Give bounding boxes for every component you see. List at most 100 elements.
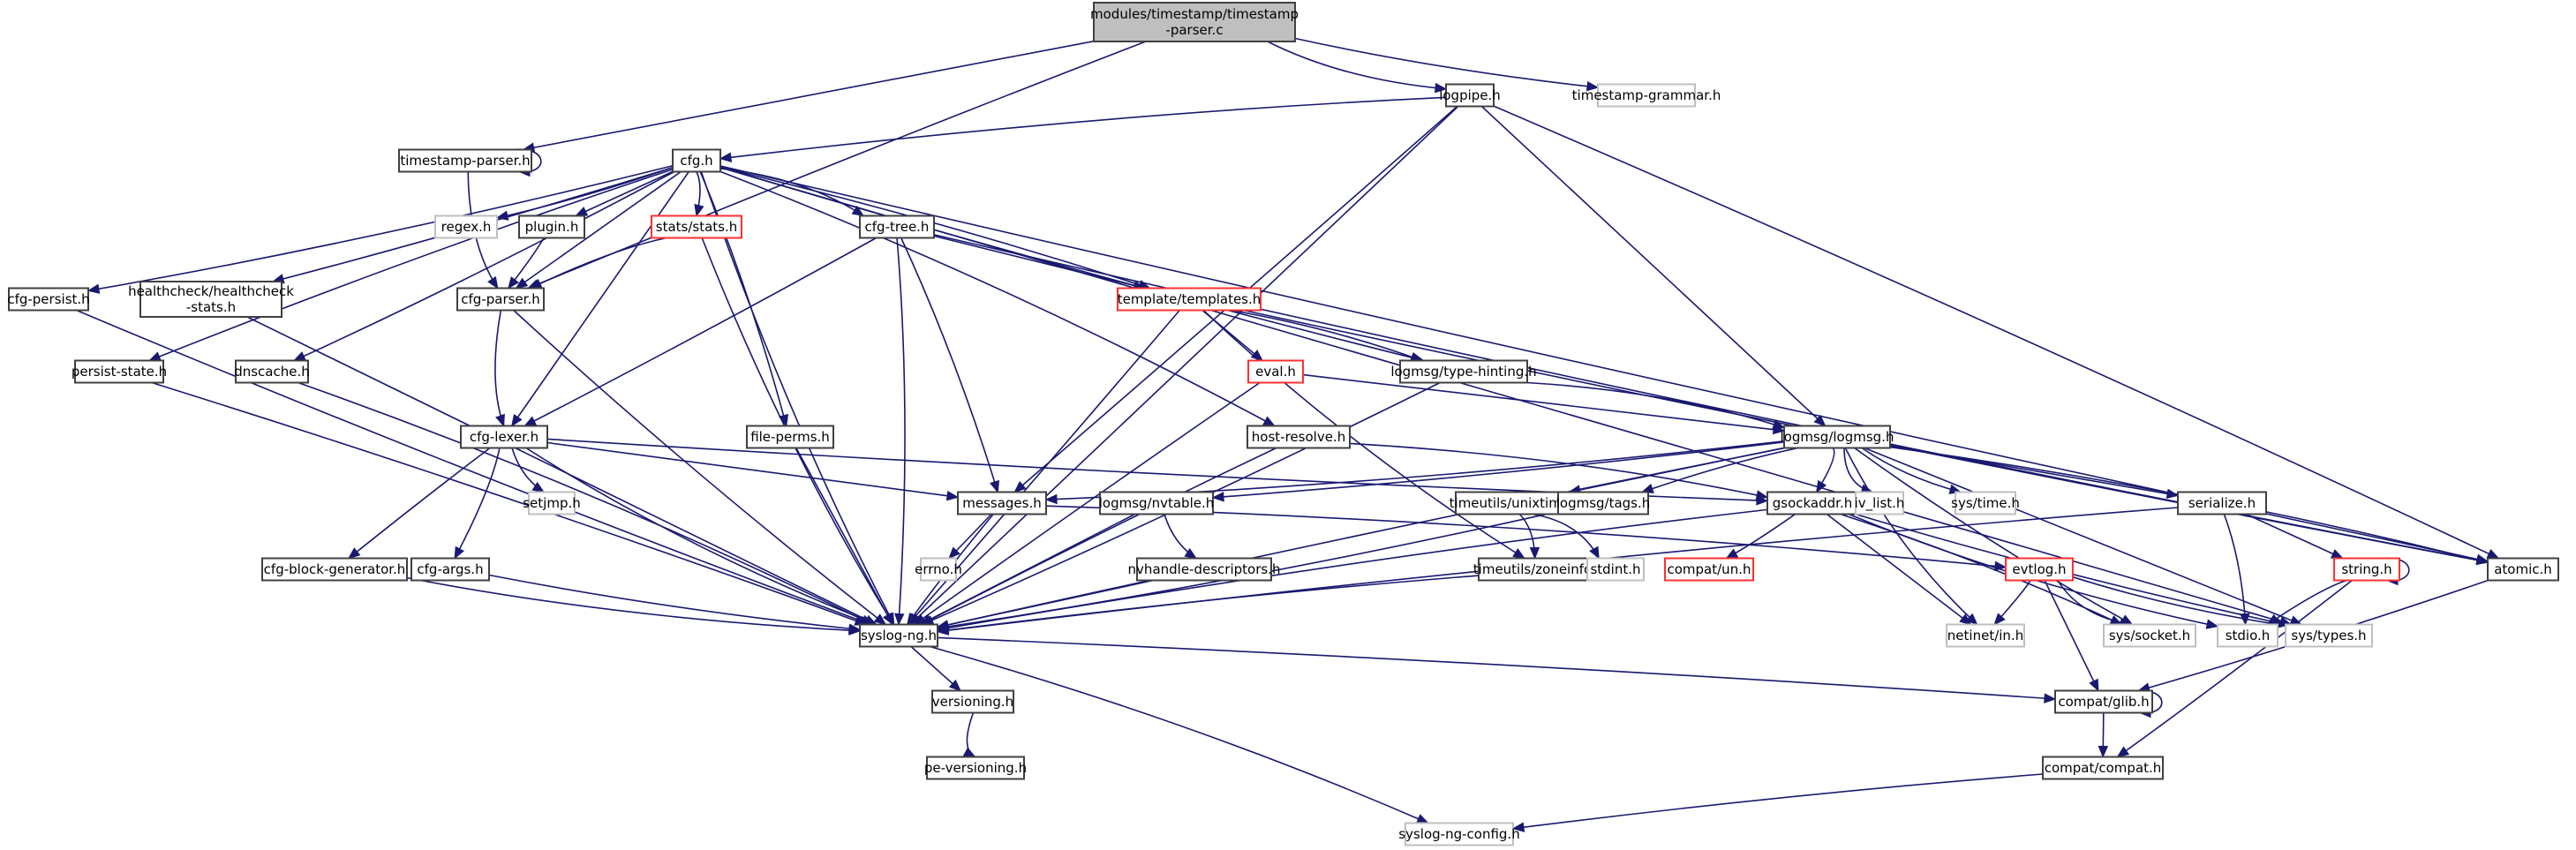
arrowhead bbox=[523, 416, 538, 427]
node-box bbox=[518, 214, 585, 239]
arrowhead bbox=[1589, 545, 1600, 560]
node-zoneinfo[interactable]: timeutils/zoneinfo.h bbox=[1473, 557, 1604, 582]
node-label: stats/stats.h bbox=[656, 219, 738, 235]
node-box bbox=[931, 689, 1014, 714]
arrowhead bbox=[1184, 547, 1198, 560]
arrowhead bbox=[292, 351, 306, 362]
node-box bbox=[2333, 557, 2400, 582]
node-root[interactable]: modules/timestamp/timestamp-parser.c bbox=[1090, 2, 1299, 42]
node-label: syslog-ng-config.h bbox=[1398, 826, 1519, 842]
node-label: compat/compat.h bbox=[2045, 760, 2162, 776]
node-logpipe[interactable]: logpipe.h bbox=[1439, 83, 1501, 108]
node-stdio[interactable]: stdio.h bbox=[2217, 623, 2278, 648]
node-gsockaddr[interactable]: gsockaddr.h bbox=[1766, 491, 1858, 515]
arrowhead bbox=[962, 747, 976, 758]
include-edge bbox=[896, 237, 906, 625]
node-eval[interactable]: eval.h bbox=[1247, 359, 1304, 384]
node-box bbox=[139, 281, 282, 318]
node-regex[interactable]: regex.h bbox=[434, 214, 498, 239]
node-fileperms[interactable]: file-perms.h bbox=[746, 425, 834, 449]
node-box bbox=[1445, 83, 1495, 108]
arrowhead bbox=[694, 203, 704, 217]
node-stats[interactable]: stats/stats.h bbox=[651, 214, 742, 239]
node-healthcheck[interactable]: healthcheck/healthcheck-stats.h bbox=[128, 281, 294, 318]
include-edge bbox=[719, 167, 2292, 626]
node-glib[interactable]: compat/glib.h bbox=[2054, 689, 2153, 714]
node-netinet[interactable]: netinet/in.h bbox=[1946, 623, 2025, 648]
arrowhead bbox=[2089, 678, 2099, 692]
node-templates[interactable]: template/templates.h bbox=[1117, 287, 1262, 312]
node-dnscache[interactable]: dnscache.h bbox=[234, 359, 310, 384]
node-tsparser[interactable]: timestamp-parser.h bbox=[398, 148, 532, 173]
node-messages[interactable]: messages.h bbox=[957, 491, 1047, 515]
node-box bbox=[460, 425, 548, 449]
node-label: versioning.h bbox=[932, 694, 1013, 710]
include-edge bbox=[524, 237, 877, 427]
node-label: host-resolve.h bbox=[1252, 429, 1345, 445]
node-ivlist[interactable]: iv_list.h bbox=[1855, 491, 1905, 515]
node-cfglexer[interactable]: cfg-lexer.h bbox=[460, 425, 548, 449]
node-label: timeutils/unixtime.h bbox=[1450, 495, 1583, 511]
node-tsgrammar[interactable]: timestamp-grammar.h bbox=[1572, 83, 1721, 108]
node-label: netinet/in.h bbox=[1947, 628, 2023, 643]
node-stdint[interactable]: stdint.h bbox=[1586, 557, 1645, 582]
node-cfgpersist[interactable]: cfg-persist.h bbox=[7, 287, 90, 312]
node-evtlog[interactable]: evtlog.h bbox=[2005, 557, 2074, 582]
include-edge bbox=[1854, 447, 2133, 626]
node-box bbox=[2054, 689, 2153, 714]
node-versioning[interactable]: versioning.h bbox=[931, 689, 1014, 714]
node-box bbox=[1955, 491, 2016, 515]
node-systypes[interactable]: sys/types.h bbox=[2285, 623, 2373, 648]
node-box bbox=[1247, 359, 1304, 384]
node-nvtable[interactable]: logmsg/nvtable.h bbox=[1099, 491, 1215, 515]
include-edge bbox=[1861, 447, 1962, 493]
node-tags[interactable]: logmsg/tags.h bbox=[1556, 491, 1651, 515]
node-label: syslog-ng.h bbox=[861, 628, 937, 643]
node-cfg[interactable]: cfg.h bbox=[672, 148, 721, 173]
node-logmsg[interactable]: logmsg/logmsg.h bbox=[1781, 425, 1894, 449]
node-label: sys/socket.h bbox=[2109, 628, 2190, 643]
arrowhead bbox=[575, 207, 589, 217]
node-unixtime[interactable]: timeutils/unixtime.h bbox=[1450, 491, 1583, 515]
node-nvhandle[interactable]: nvhandle-descriptors.h bbox=[1128, 557, 1281, 582]
include-edge bbox=[1202, 309, 1525, 560]
node-systime[interactable]: sys/time.h bbox=[1951, 491, 2020, 515]
arrowhead bbox=[1586, 80, 1600, 92]
arrowhead bbox=[1725, 548, 1739, 560]
node-cfgblock[interactable]: cfg-block-generator.h bbox=[261, 557, 408, 582]
node-setjmp[interactable]: setjmp.h bbox=[523, 491, 581, 515]
node-persist[interactable]: persist-state.h bbox=[72, 359, 167, 384]
arrowhead bbox=[948, 546, 960, 560]
arrowhead bbox=[948, 679, 961, 692]
node-compatun[interactable]: compat/un.h bbox=[1664, 557, 1754, 582]
arrowhead bbox=[1959, 613, 1972, 626]
include-edge bbox=[919, 513, 1136, 626]
node-compat[interactable]: compat/compat.h bbox=[2042, 756, 2164, 780]
node-stringh[interactable]: string.h bbox=[2333, 557, 2400, 582]
arrowhead bbox=[1044, 493, 1058, 505]
node-plugin[interactable]: plugin.h bbox=[518, 214, 585, 239]
arrowhead bbox=[1435, 82, 1448, 94]
node-label: stdio.h bbox=[2226, 628, 2271, 643]
node-label: persist-state.h bbox=[72, 364, 167, 380]
node-cfgtree[interactable]: cfg-tree.h bbox=[859, 214, 935, 239]
arrowhead bbox=[873, 613, 887, 626]
node-typehint[interactable]: logmsg/type-hinting.h bbox=[1390, 359, 1537, 384]
arrowhead bbox=[894, 613, 905, 626]
node-atomic[interactable]: atomic.h bbox=[2487, 557, 2559, 582]
node-syslogng[interactable]: syslog-ng.h bbox=[859, 623, 938, 648]
node-cfgargs[interactable]: cfg-args.h bbox=[411, 557, 490, 582]
node-syssocket[interactable]: sys/socket.h bbox=[2103, 623, 2196, 648]
node-box bbox=[74, 359, 164, 384]
node-box bbox=[1117, 287, 1262, 312]
include-edge bbox=[530, 237, 667, 290]
node-hostresolve[interactable]: host-resolve.h bbox=[1247, 425, 1351, 449]
node-errno[interactable]: errno.h bbox=[915, 557, 962, 582]
node-config[interactable]: syslog-ng-config.h bbox=[1398, 822, 1520, 846]
node-box bbox=[2285, 623, 2373, 648]
node-box bbox=[1099, 491, 1214, 515]
node-box bbox=[1664, 557, 1754, 582]
node-peversioning[interactable]: pe-versioning.h bbox=[924, 756, 1027, 780]
node-serialize[interactable]: serialize.h bbox=[2177, 491, 2267, 515]
node-cfgparser[interactable]: cfg-parser.h bbox=[456, 287, 545, 312]
